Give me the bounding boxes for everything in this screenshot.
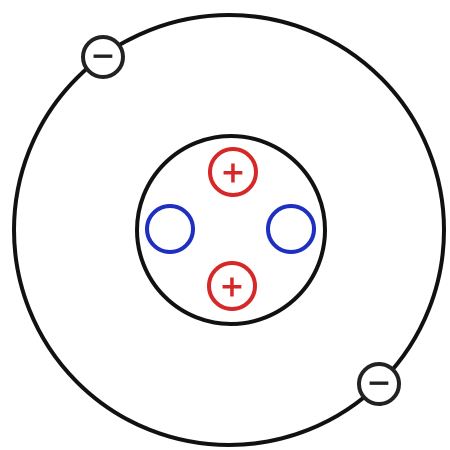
electron-bottom-right: − (359, 364, 399, 404)
proton-top-sign: + (220, 156, 245, 191)
neutron-right (268, 206, 314, 252)
proton-bottom: + (209, 263, 255, 309)
electron-bottom-right-sign: − (366, 366, 391, 401)
neutron-left (147, 206, 193, 252)
electron-top-left-sign: − (90, 39, 115, 74)
electron-top-left: − (83, 37, 123, 77)
proton-bottom-sign: + (219, 270, 244, 305)
proton-top: + (210, 149, 256, 195)
